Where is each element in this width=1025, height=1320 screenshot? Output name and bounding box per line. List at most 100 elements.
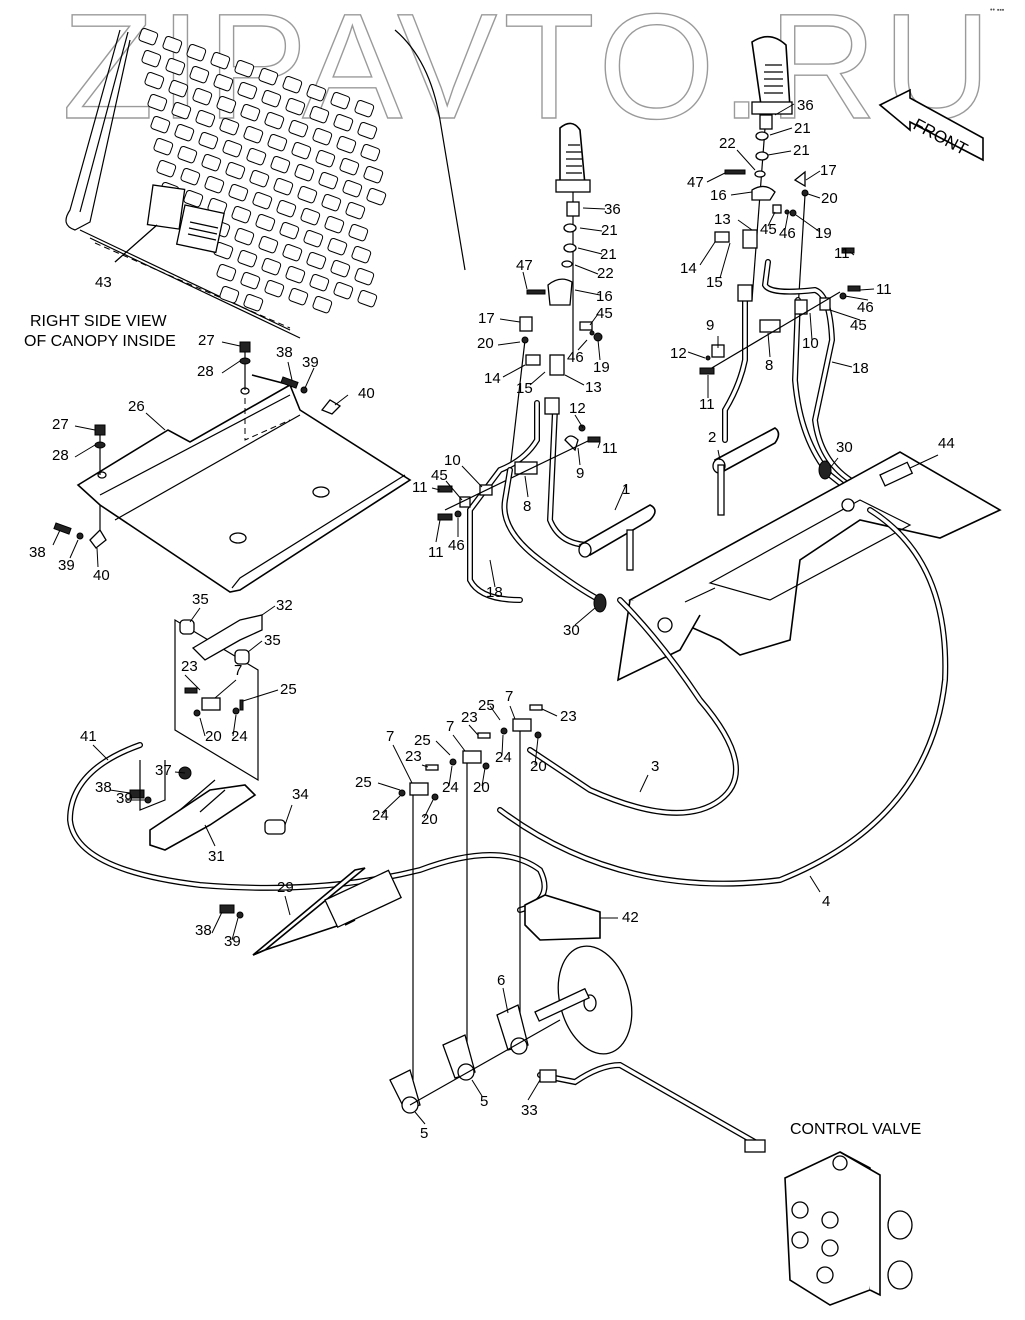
callout-17: 17 bbox=[820, 162, 837, 179]
floor-plate-26 bbox=[53, 341, 412, 593]
perforation bbox=[165, 57, 186, 76]
caption-control-valve: CONTROL VALVE bbox=[790, 1121, 921, 1138]
callout-22: 22 bbox=[597, 265, 614, 282]
leader-line bbox=[574, 264, 599, 275]
perforation bbox=[288, 119, 309, 138]
perforation bbox=[291, 141, 312, 160]
perforation bbox=[309, 105, 330, 124]
callout-15: 15 bbox=[706, 274, 723, 291]
callout-11: 11 bbox=[428, 544, 444, 561]
perforation bbox=[138, 27, 159, 46]
callout-2: 2 bbox=[708, 429, 716, 446]
callout-7: 7 bbox=[505, 688, 513, 705]
perforation bbox=[345, 201, 366, 220]
callout-23: 23 bbox=[181, 658, 198, 675]
leader-line bbox=[597, 339, 601, 361]
leader-line bbox=[737, 219, 753, 231]
perforation bbox=[282, 75, 303, 94]
leader-line bbox=[767, 150, 792, 156]
callout-45: 45 bbox=[431, 467, 448, 484]
leader-line bbox=[231, 917, 239, 941]
perforation bbox=[342, 179, 363, 198]
callout-38: 38 bbox=[29, 544, 46, 561]
leader-lines bbox=[52, 103, 939, 1125]
callout-3: 3 bbox=[651, 758, 659, 775]
callout-36: 36 bbox=[604, 201, 621, 218]
leader-line bbox=[184, 674, 201, 691]
leader-line bbox=[199, 717, 206, 737]
perforation bbox=[273, 177, 294, 196]
callout-30: 30 bbox=[836, 439, 853, 456]
callout-35: 35 bbox=[192, 591, 209, 608]
leader-line bbox=[435, 519, 441, 543]
callout-27: 27 bbox=[52, 416, 69, 433]
callout-47: 47 bbox=[516, 257, 533, 274]
perforation bbox=[171, 101, 192, 120]
leader-line bbox=[579, 227, 603, 232]
leader-line bbox=[214, 679, 237, 699]
perforation bbox=[348, 223, 369, 242]
callout-45: 45 bbox=[596, 305, 613, 322]
callout-14: 14 bbox=[484, 370, 501, 387]
callout-13: 13 bbox=[585, 379, 602, 396]
leader-line bbox=[805, 170, 821, 181]
leader-line bbox=[844, 295, 869, 301]
perforation bbox=[363, 165, 384, 184]
perforation bbox=[297, 185, 318, 204]
leader-line bbox=[589, 313, 599, 326]
leader-line bbox=[414, 1111, 426, 1125]
leader-line bbox=[461, 465, 483, 488]
perforation bbox=[333, 113, 354, 132]
callout-25: 25 bbox=[355, 774, 372, 791]
leader-line bbox=[577, 447, 581, 466]
callout-35: 35 bbox=[264, 632, 281, 649]
decal-43 bbox=[146, 184, 225, 254]
leader-line bbox=[706, 172, 726, 183]
perforation bbox=[312, 295, 333, 314]
perforation bbox=[237, 249, 258, 268]
caption-canopy-view-line1: RIGHT SIDE VIEW bbox=[30, 313, 168, 330]
callout-21: 21 bbox=[793, 142, 810, 159]
leader-line bbox=[52, 529, 61, 546]
perforation bbox=[285, 265, 306, 284]
perforation bbox=[366, 187, 387, 206]
perforation bbox=[282, 243, 303, 262]
callout-24: 24 bbox=[495, 749, 512, 766]
perforation bbox=[246, 147, 267, 166]
perforation bbox=[213, 73, 234, 92]
leader-line bbox=[284, 895, 291, 916]
leader-line bbox=[448, 765, 453, 787]
callout-11: 11 bbox=[699, 396, 715, 413]
perforation bbox=[327, 237, 348, 256]
perforation bbox=[330, 91, 351, 110]
callout-34: 34 bbox=[292, 786, 309, 803]
callout-7: 7 bbox=[234, 662, 242, 679]
leader-line bbox=[809, 312, 813, 341]
leader-line bbox=[582, 207, 606, 210]
callout-47: 47 bbox=[687, 174, 704, 191]
callout-17: 17 bbox=[478, 310, 495, 327]
callout-29: 29 bbox=[277, 879, 294, 896]
pedal-base-29 bbox=[219, 867, 402, 956]
perforation bbox=[324, 215, 345, 234]
perforation bbox=[330, 259, 351, 278]
perforation bbox=[258, 67, 279, 86]
leader-line bbox=[597, 441, 601, 449]
canopy-panel bbox=[65, 27, 466, 339]
perforation bbox=[147, 93, 168, 112]
callout-38: 38 bbox=[95, 779, 112, 796]
leader-line bbox=[114, 224, 158, 263]
callout-16: 16 bbox=[710, 187, 727, 204]
callout-9: 9 bbox=[706, 317, 714, 334]
callout-6: 6 bbox=[497, 972, 505, 989]
callout-27: 27 bbox=[198, 332, 215, 349]
leader-line bbox=[74, 444, 96, 458]
perforation bbox=[357, 121, 378, 140]
callout-39: 39 bbox=[302, 354, 319, 371]
callout-38: 38 bbox=[276, 344, 293, 361]
leader-line bbox=[445, 480, 463, 501]
leader-line bbox=[174, 771, 186, 774]
perforation bbox=[321, 193, 342, 212]
callout-25: 25 bbox=[414, 732, 431, 749]
